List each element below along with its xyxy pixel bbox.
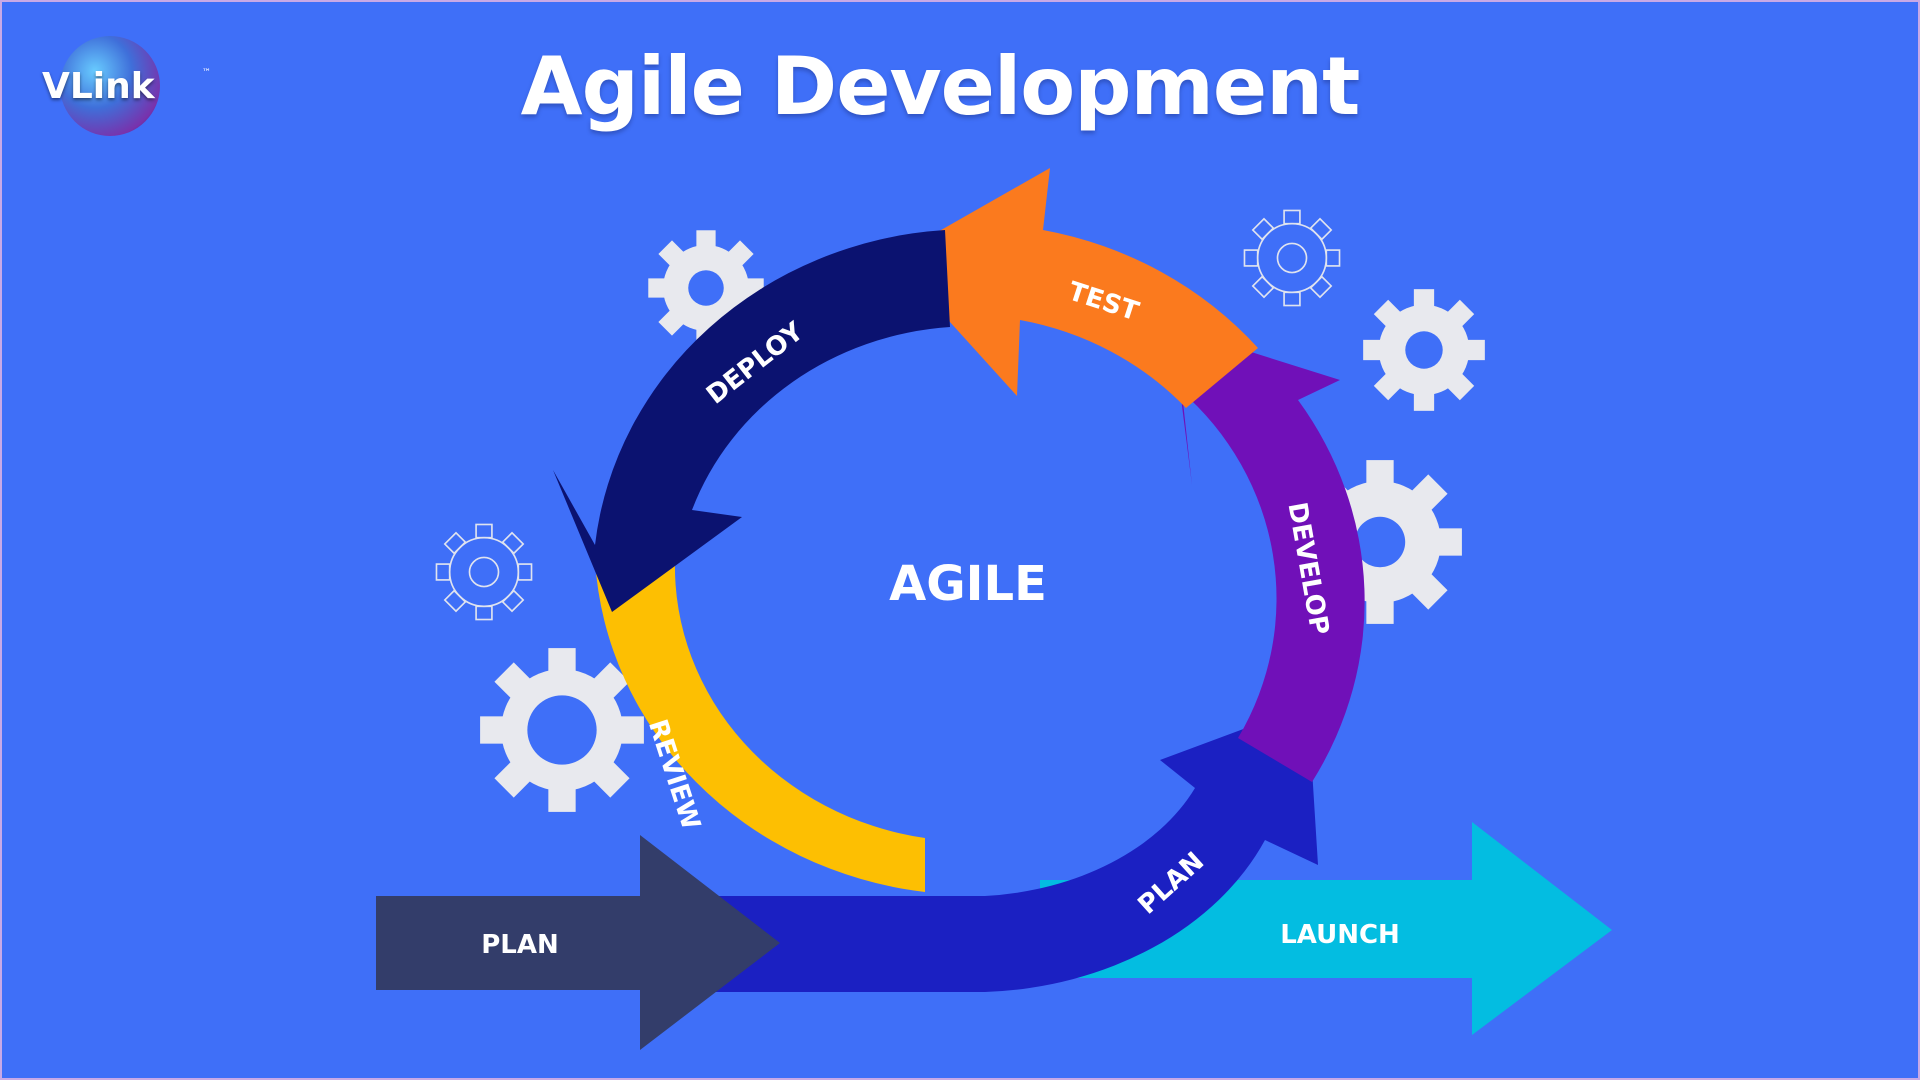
gear-outline-icon (1243, 209, 1341, 307)
launch-arrow-shape (1040, 822, 1612, 1035)
develop-arc (1175, 328, 1365, 782)
plan-entry-arrow-shape (376, 835, 780, 1050)
agile-center-label: AGILE (889, 556, 1047, 612)
test-arc (892, 168, 1258, 408)
gear-outline-icon (435, 523, 533, 621)
logo-trademark: ™ (202, 68, 211, 78)
globe-icon (60, 36, 160, 136)
plan-entry-arrow (376, 835, 780, 1050)
plan-arc (680, 705, 1318, 992)
launch-arrow (1040, 822, 1612, 1035)
page-title: Agile Development (520, 40, 1361, 133)
vlink-logo: VLink ™ (38, 36, 211, 136)
logo-text: VLink (42, 66, 155, 107)
review-arc (595, 560, 925, 892)
deploy-arc (553, 230, 950, 612)
gear-icon (480, 648, 644, 812)
entry-plan-label: PLAN (481, 930, 559, 960)
gear-icon (1363, 289, 1485, 411)
launch-label: LAUNCH (1280, 920, 1400, 950)
